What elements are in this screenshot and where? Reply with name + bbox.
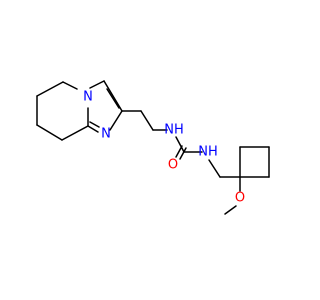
bond — [89, 80, 105, 89]
urea-nh-left-label: NH — [164, 123, 184, 138]
imine-nitrogen-label: N — [101, 127, 111, 142]
bond — [89, 121, 100, 128]
bond — [140, 110, 154, 131]
bond — [36, 124, 63, 141]
bonds — [36, 80, 270, 215]
bond — [179, 147, 187, 160]
bond — [87, 125, 99, 133]
molecule-structure: N N NH NH O O — [36, 80, 270, 215]
bond — [62, 81, 78, 90]
bond — [36, 81, 64, 97]
bond — [208, 159, 221, 178]
bond — [175, 136, 185, 153]
carbonyl-oxygen-label: O — [168, 158, 178, 173]
urea-nh-right-label: NH — [198, 145, 218, 160]
atom-labels: N N NH NH O O — [83, 90, 245, 206]
bond — [106, 88, 120, 109]
bond — [109, 110, 123, 131]
bond — [224, 205, 237, 215]
bond — [175, 145, 183, 158]
bond — [103, 80, 123, 112]
bond — [61, 125, 89, 141]
methoxy-oxygen-label: O — [235, 191, 245, 206]
ring-nitrogen-label: N — [83, 90, 93, 105]
